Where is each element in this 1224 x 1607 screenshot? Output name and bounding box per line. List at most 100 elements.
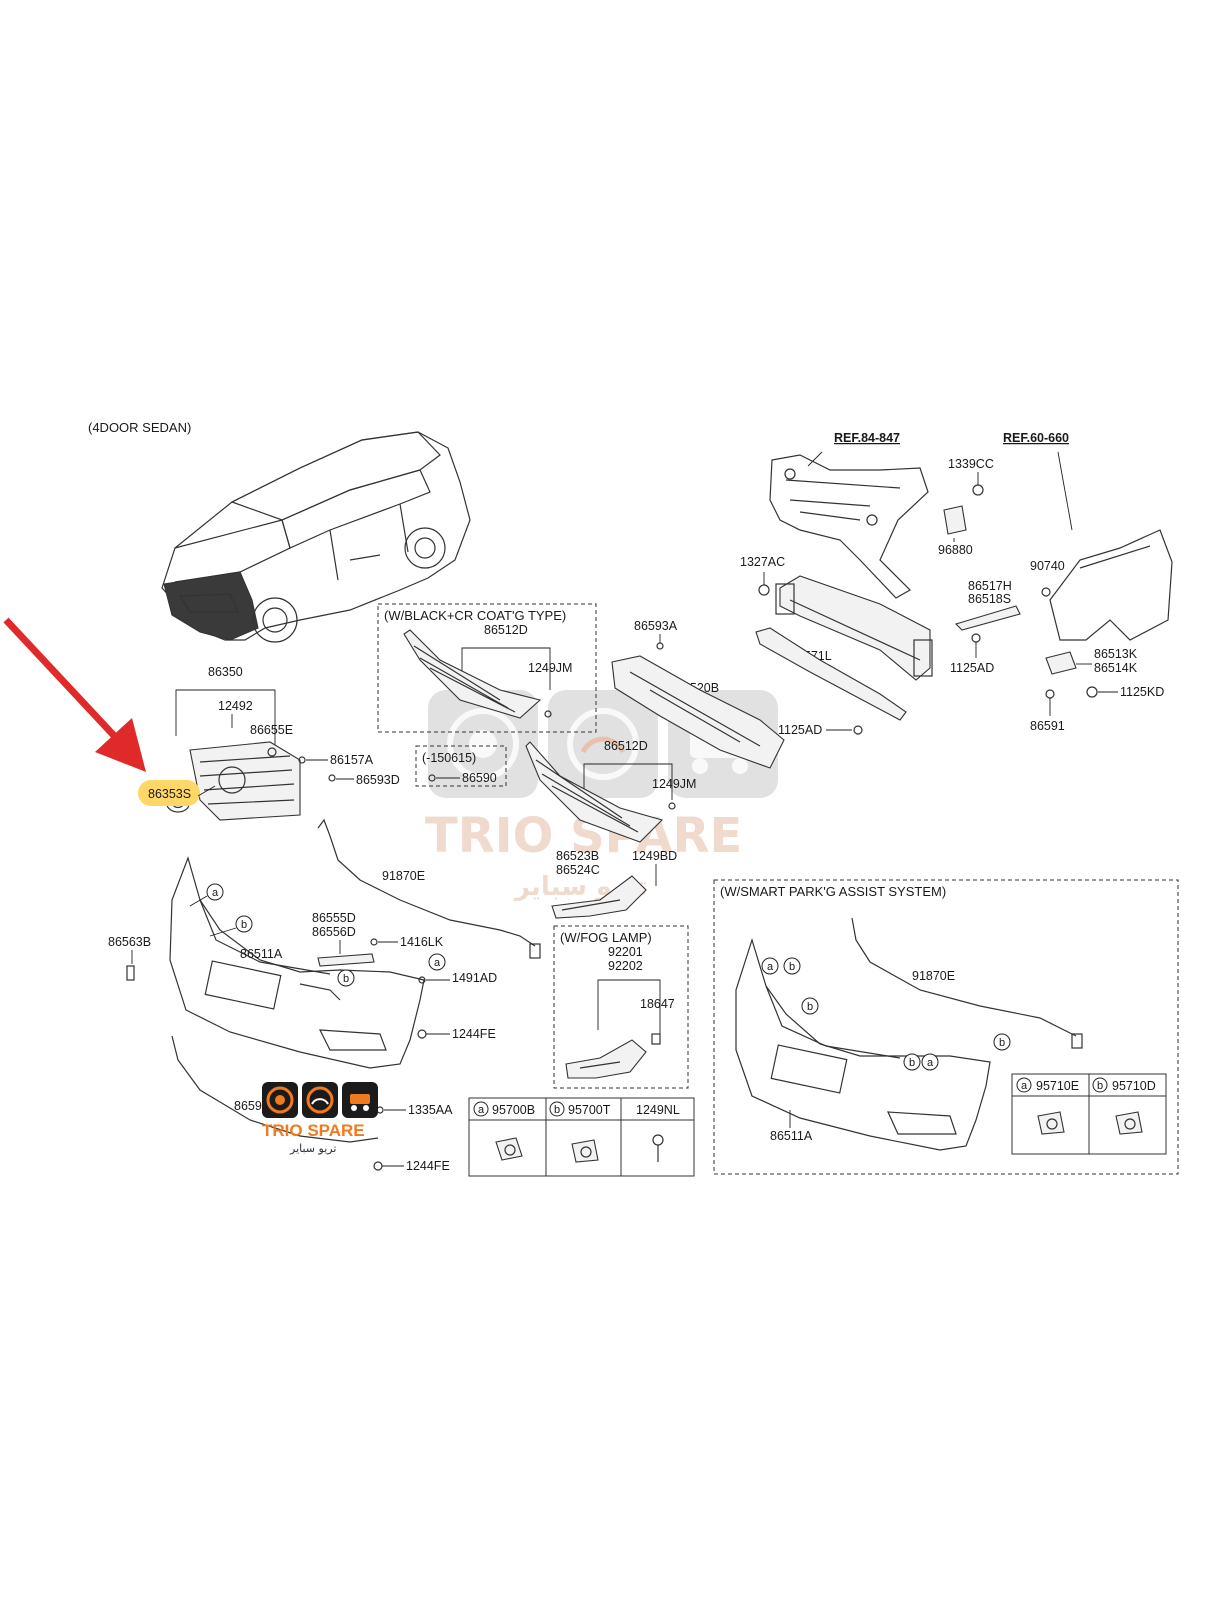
bulb-18647 <box>651 1033 661 1045</box>
ref-84-847: REF.84-847 <box>834 431 900 445</box>
smart-park-title: (W/SMART PARK'G ASSIST SYSTEM) <box>720 884 946 899</box>
label-86511A-b: 86511A <box>770 1129 813 1143</box>
label-1125AD-b: 1125AD <box>950 661 994 675</box>
callout-a-3-letter: a <box>767 961 774 973</box>
label-86517H: 86517H <box>968 579 1012 593</box>
splash-guard-bracket <box>954 605 1021 631</box>
parking-sensor-harness <box>317 818 541 959</box>
energy-absorber <box>611 655 785 769</box>
callout-b-4 <box>801 997 819 1015</box>
smart-park-harness <box>851 917 1083 1049</box>
label-12492: 12492 <box>218 699 253 713</box>
label-86591: 86591 <box>1030 719 1065 733</box>
front-bumper-cover-smart-park <box>735 937 991 1151</box>
label-86512D-a: 86512D <box>484 623 528 637</box>
logo-brand-text: TRIO SPARE <box>262 1121 365 1140</box>
date-range-title: (-150615) <box>422 751 476 765</box>
callout-a-1-letter: a <box>212 887 219 899</box>
label-1244FE-b: 1244FE <box>406 1159 450 1173</box>
table1-code-95700B: 95700B <box>492 1103 535 1117</box>
label-86593D: 86593D <box>356 773 400 787</box>
label-1249JM-a: 1249JM <box>528 661 572 675</box>
label-91870E-a: 91870E <box>382 869 425 883</box>
sedan-illustration <box>161 431 471 643</box>
label-1416LK: 1416LK <box>400 935 444 949</box>
label-86353S: 86353S <box>148 787 191 801</box>
label-86523B: 86523B <box>556 849 599 863</box>
label-96880: 96880 <box>938 543 973 557</box>
callout-b-3-letter: b <box>789 961 795 973</box>
front-crossmember-ref <box>769 454 929 599</box>
callout-b-4-letter: b <box>807 1001 813 1013</box>
label-86514K: 86514K <box>1094 661 1138 675</box>
label-18647: 18647 <box>640 997 675 1011</box>
label-86590: 86590 <box>462 771 497 785</box>
table1-code-1249NL: 1249NL <box>636 1103 680 1117</box>
callout-a-1 <box>206 883 224 901</box>
label-86593A: 86593A <box>634 619 678 633</box>
lower-stiffener <box>755 627 907 721</box>
callout-a-2 <box>428 953 446 971</box>
label-1125KD: 1125KD <box>1120 685 1164 699</box>
lower-grille-black-cr <box>403 629 542 719</box>
callout-b-3 <box>783 957 801 975</box>
sensor-table-1: a 95700B b 95700T 1249NL <box>468 1097 695 1177</box>
table1-mark-b: b <box>554 1104 560 1116</box>
variant-title: (4DOOR SEDAN) <box>88 420 191 435</box>
highlight-86353S <box>138 780 200 806</box>
label-8659-lower: 8659 <box>234 1099 262 1113</box>
callout-b-6-letter: b <box>999 1037 1005 1049</box>
label-86655E: 86655E <box>250 723 293 737</box>
label-86157A: 86157A <box>330 753 374 767</box>
callout-b-2-letter: b <box>343 973 349 985</box>
bumper-beam <box>775 575 933 681</box>
callout-a-4-letter: a <box>927 1057 934 1069</box>
trio-spare-logo <box>262 1082 378 1118</box>
lower-lip-trim <box>171 1035 379 1143</box>
label-92202: 92202 <box>608 959 643 973</box>
ref-60-660: REF.60-660 <box>1003 431 1069 445</box>
callout-a-3 <box>761 957 779 975</box>
callout-b-1 <box>235 915 253 933</box>
smart-park-assist-box <box>713 879 1179 1175</box>
label-86563B: 86563B <box>108 935 151 949</box>
label-86556D: 86556D <box>312 925 356 939</box>
callout-b-5-letter: b <box>909 1057 915 1069</box>
label-86555D: 86555D <box>312 911 356 925</box>
label-1335AA: 1335AA <box>408 1103 453 1117</box>
bumper-molding-86555D <box>317 953 375 967</box>
table1-code-95700T: 95700T <box>568 1103 611 1117</box>
label-1339CC: 1339CC <box>948 457 994 471</box>
fog-lamp-cover <box>551 875 647 919</box>
label-1491AD: 1491AD <box>452 971 497 985</box>
callout-b-6 <box>993 1033 1011 1051</box>
label-1125AD-a: 1125AD <box>778 723 822 737</box>
fog-lamp <box>565 1039 647 1079</box>
bumper-bracket-side <box>1045 651 1077 675</box>
label-1244FE-a: 1244FE <box>452 1027 496 1041</box>
pointer-arrow <box>3 617 146 772</box>
table2-code-95710D: 95710D <box>1112 1079 1156 1093</box>
front-bumper-cover <box>169 856 425 1069</box>
label-86524C: 86524C <box>556 863 600 877</box>
label-1249BD: 1249BD <box>632 849 677 863</box>
label-1327AC: 1327AC <box>740 555 785 569</box>
callout-b-5 <box>903 1053 921 1071</box>
label-1249JM-b: 1249JM <box>652 777 696 791</box>
label-91870E-b: 91870E <box>912 969 955 983</box>
callout-b-2 <box>337 969 355 987</box>
label-86512D-b: 86512D <box>604 739 648 753</box>
table2-mark-a: a <box>1021 1080 1028 1092</box>
label-86511A-a: 86511A <box>240 947 283 961</box>
label-86518S: 86518S <box>968 592 1011 606</box>
clip-86563B <box>126 965 135 981</box>
table2-code-95710E: 95710E <box>1036 1079 1079 1093</box>
fog-lamp-title: (W/FOG LAMP) <box>560 930 652 945</box>
date-range-box <box>415 745 507 787</box>
bracket-96880 <box>943 505 967 535</box>
label-90740: 90740 <box>1030 559 1065 573</box>
table1-mark-a: a <box>478 1104 485 1116</box>
table2-mark-b: b <box>1097 1080 1103 1092</box>
callout-a-4 <box>921 1053 939 1071</box>
